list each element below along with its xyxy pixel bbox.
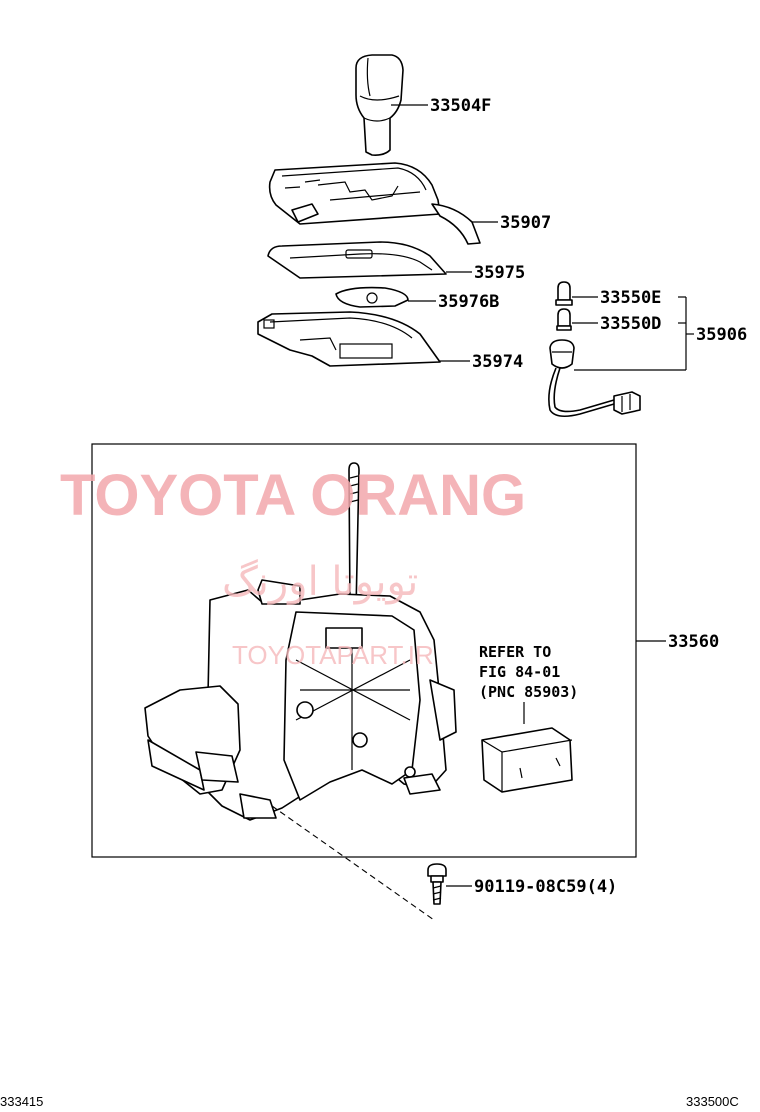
watermark-site: TOYOTAPART.IR <box>232 640 434 670</box>
refer-note-line1: REFER TO <box>479 643 551 661</box>
label-knob[interactable]: 33504F <box>430 96 491 116</box>
label-indicator-housing[interactable]: 35907 <box>500 213 551 233</box>
refer-note-line2: FIG 84-01 <box>479 663 560 681</box>
shift-knob[interactable] <box>355 54 404 156</box>
watermark-persian: تویوتا اورنگ <box>222 559 418 605</box>
lower-housing[interactable] <box>257 311 441 367</box>
bulb-d[interactable] <box>556 308 572 331</box>
label-shift-lever-assy[interactable]: 33560 <box>668 632 719 652</box>
indicator-housing[interactable] <box>268 162 481 245</box>
label-slide[interactable]: 35976B <box>438 292 499 312</box>
refer-note-line3: (PNC 85903) <box>479 683 578 701</box>
footer-right-code: 333500C <box>686 1094 739 1109</box>
label-bolt[interactable]: 90119-08C59(4) <box>474 877 617 897</box>
shift-lever-assembly[interactable] <box>144 462 457 821</box>
label-lower-housing[interactable]: 35974 <box>472 352 523 372</box>
wire-assy-bracket <box>574 296 694 371</box>
bolt-dashed-line <box>271 805 435 921</box>
label-plate[interactable]: 35975 <box>474 263 525 283</box>
label-wire-assy[interactable]: 35906 <box>696 325 747 345</box>
label-bulb-d[interactable]: 33550D <box>600 314 661 334</box>
watermark-main: TOYOTA ORANG <box>60 463 526 528</box>
slide-plate[interactable] <box>335 286 409 308</box>
bulb-e[interactable] <box>555 281 573 306</box>
label-bulb-e[interactable]: 33550E <box>600 288 661 308</box>
footer-left-code: 333415 <box>0 1094 43 1109</box>
control-module[interactable] <box>481 727 573 793</box>
indicator-plate[interactable] <box>267 241 447 279</box>
bolt[interactable] <box>427 863 447 905</box>
shift-lever-assy-frame <box>91 443 637 858</box>
wire-socket[interactable] <box>548 339 641 418</box>
